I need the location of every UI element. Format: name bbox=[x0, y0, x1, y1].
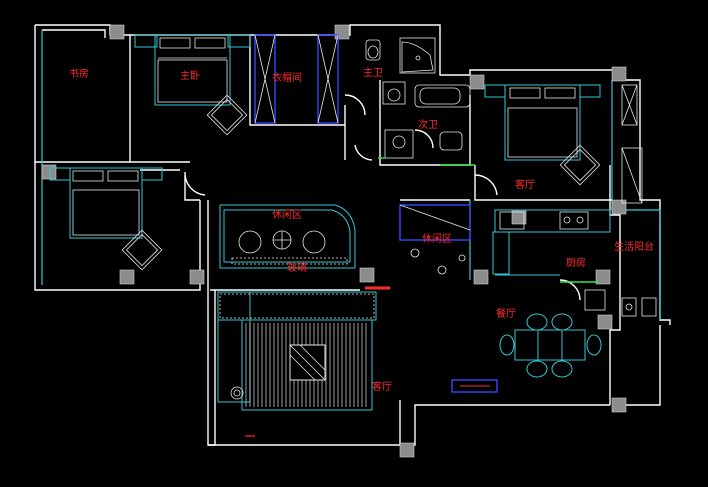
label-master-bath: 主卫 bbox=[363, 67, 383, 79]
wardrobes bbox=[254, 34, 339, 124]
label-kitchen: 厨房 bbox=[566, 256, 586, 269]
columns bbox=[41, 24, 627, 458]
label-living-room-upper: 客厅 bbox=[515, 178, 535, 191]
second-bath-fixtures bbox=[378, 84, 475, 166]
doors bbox=[184, 94, 581, 301]
right-bed bbox=[484, 84, 643, 204]
label-living-room-lower: 客厅 bbox=[372, 380, 392, 393]
living-room-furniture bbox=[217, 291, 377, 437]
room-labels: 书房 主卧 衣帽间 主卫 次卫 客厅 休闲区 玻璃 休闲区 厨房 生活阳台 餐厅… bbox=[69, 67, 654, 393]
label-leisure-area-left: 休闲区 bbox=[272, 208, 302, 221]
label-study: 书房 bbox=[69, 67, 89, 80]
label-utility-balcony: 生活阳台 bbox=[614, 240, 654, 253]
leisure-area-mid bbox=[399, 204, 471, 275]
label-leisure-area-mid: 休闲区 bbox=[422, 232, 452, 245]
walls bbox=[34, 24, 671, 446]
label-dining-room: 餐厅 bbox=[496, 307, 516, 320]
rug-hatch bbox=[245, 323, 367, 407]
label-master-bedroom: 主卧 bbox=[180, 69, 200, 82]
utility-balcony-fixtures bbox=[584, 289, 657, 317]
label-second-bath: 次卫 bbox=[418, 118, 438, 131]
label-walk-in-closet: 衣帽间 bbox=[272, 71, 302, 84]
master-bed bbox=[134, 34, 251, 136]
label-glass: 玻璃 bbox=[287, 261, 307, 274]
leisure-area-left bbox=[219, 204, 390, 290]
master-bath-fixtures bbox=[365, 37, 436, 105]
dining-set bbox=[451, 313, 602, 393]
left-bed bbox=[49, 167, 163, 271]
kitchen-fixtures bbox=[492, 209, 611, 283]
